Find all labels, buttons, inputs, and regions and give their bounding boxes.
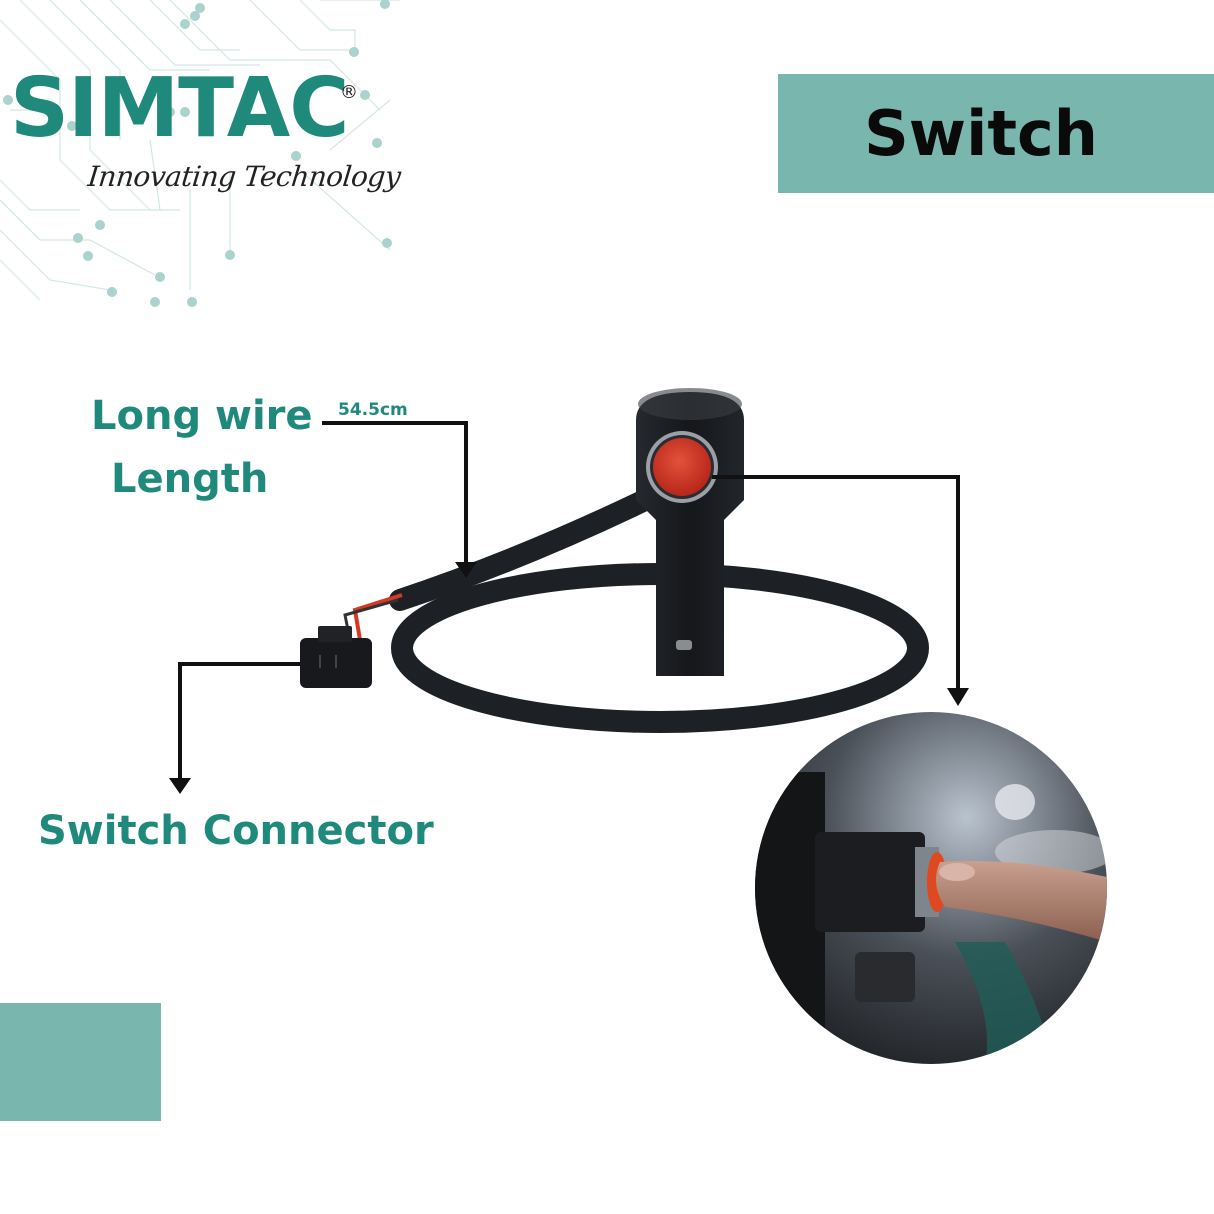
- switch-in-use-inset-image: [755, 712, 1107, 1064]
- switch-product-image: [300, 388, 929, 733]
- page-title: Switch: [864, 97, 1098, 170]
- title-banner: Switch: [778, 74, 1214, 193]
- connector-arrowhead: [169, 778, 191, 794]
- wire-length-label-line1: Long wire: [91, 393, 313, 439]
- registered-mark: ®: [340, 82, 358, 103]
- switch-connector-label: Switch Connector: [38, 808, 434, 854]
- wire-length-label-line2: Length: [111, 456, 269, 502]
- brand-logo: SIMTAC: [10, 61, 349, 156]
- wire-length-measurement: 54.5cm: [338, 400, 408, 420]
- decorative-teal-block: [0, 1003, 161, 1121]
- circuit-pattern-background: [0, 0, 400, 307]
- brand-tagline: Innovating Technology: [86, 160, 403, 193]
